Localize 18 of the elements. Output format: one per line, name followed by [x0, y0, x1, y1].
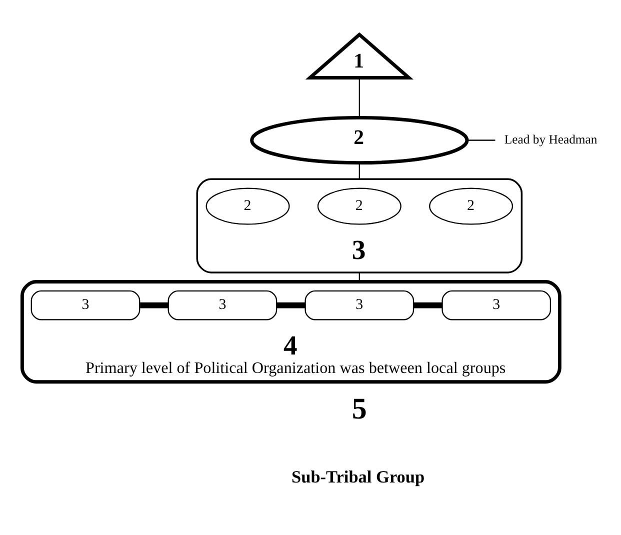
connector	[358, 272, 360, 282]
node-ellipse: 2	[317, 188, 402, 225]
node-box: 3	[30, 290, 140, 320]
connector	[414, 302, 442, 308]
node-text: Lead by Headman	[504, 132, 598, 146]
connector	[277, 302, 306, 308]
label: Sub-Tribal Group	[292, 468, 425, 487]
connector	[140, 302, 168, 308]
label: 5	[352, 392, 367, 426]
node-box: 3	[304, 290, 414, 320]
node-box: 3	[442, 290, 552, 320]
connector	[358, 78, 360, 118]
node-ellipse: 2	[250, 116, 469, 165]
node-ellipse: 2	[206, 188, 290, 225]
connector	[358, 163, 360, 180]
node-box: 3	[168, 290, 278, 320]
connector	[467, 140, 496, 141]
node-ellipse: 2	[429, 188, 514, 225]
